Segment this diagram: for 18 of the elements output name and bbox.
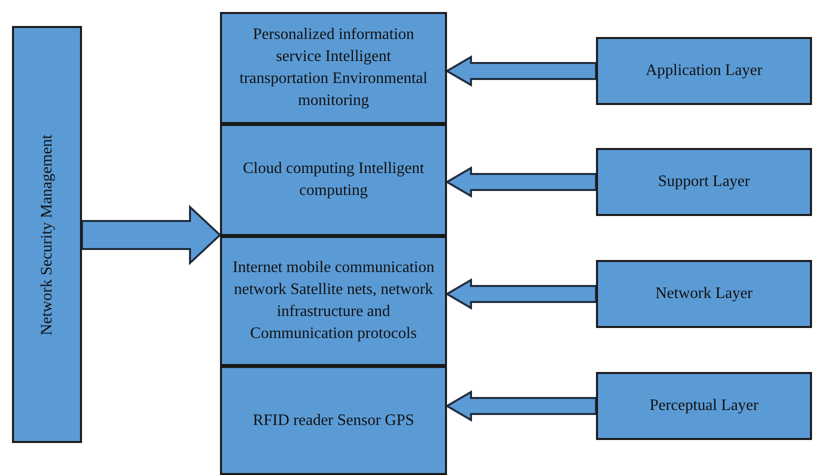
- box-label: Cloud computing Intelligent computing: [242, 159, 426, 201]
- layer-box: [220, 236, 447, 366]
- box-label: Application Layer: [644, 61, 764, 81]
- box-label: Perceptual Layer: [648, 396, 760, 416]
- layer-box: [220, 124, 447, 236]
- box-label: Network Security Management: [37, 134, 56, 335]
- layer-box: [220, 366, 447, 475]
- layer-box: [596, 372, 812, 440]
- box-label: Support Layer: [657, 172, 751, 192]
- box-label: Personalized information service Intelligent transportation Environmental monitoring: [238, 25, 428, 111]
- box-label: RFID reader Sensor GPS: [252, 410, 416, 430]
- layer-box: [596, 260, 812, 328]
- box-label: Internet mobile communication network Satellite nets, network infrastructure and Communication protocols: [232, 258, 436, 344]
- layer-box: [596, 148, 812, 216]
- layer-box: [220, 12, 447, 124]
- layer-box: [12, 26, 82, 443]
- box-label: Network Layer: [654, 284, 754, 304]
- layer-box: [596, 37, 812, 105]
